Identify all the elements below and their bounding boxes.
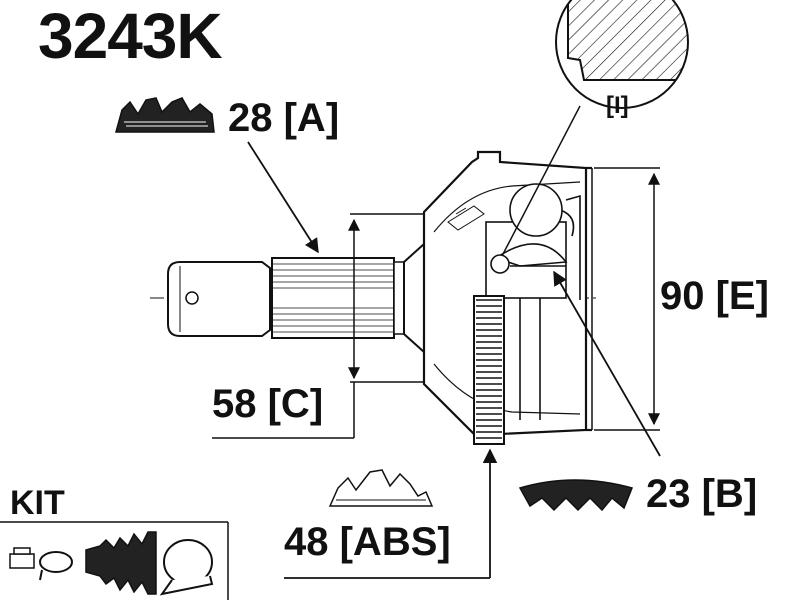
spline-profile-icon xyxy=(518,479,634,512)
clamp-band-icon xyxy=(159,539,214,596)
kit-label: KIT xyxy=(10,484,65,522)
dimension-e xyxy=(594,167,660,431)
kit-box xyxy=(0,521,229,600)
abs-ring xyxy=(473,295,505,445)
dimension-c xyxy=(212,213,424,439)
dimension-b-label: 23 [B] xyxy=(646,472,758,516)
spline-profile-icon xyxy=(115,97,215,133)
spline-profile-icon xyxy=(328,469,434,507)
dimension-a-leader xyxy=(247,141,319,254)
stub-shaft xyxy=(167,261,271,337)
shaft-neck xyxy=(403,241,425,355)
dimension-c-label: 58 [C] xyxy=(212,382,324,426)
dimension-abs-label: 48 [ABS] xyxy=(284,520,451,564)
detail-label: [I] xyxy=(606,92,629,119)
dimension-e-label: 90 [E] xyxy=(660,274,769,318)
snap-ring-icon xyxy=(39,551,73,581)
dimension-a-label: 28 [A] xyxy=(228,96,340,140)
part-number: 3243K xyxy=(38,0,223,72)
nut-icon xyxy=(9,547,35,569)
boot-icon xyxy=(85,531,157,595)
dimension-abs-leader xyxy=(284,448,498,579)
spline-section xyxy=(271,257,405,339)
detail-view xyxy=(501,0,689,257)
dimension-b-leader xyxy=(553,270,661,457)
